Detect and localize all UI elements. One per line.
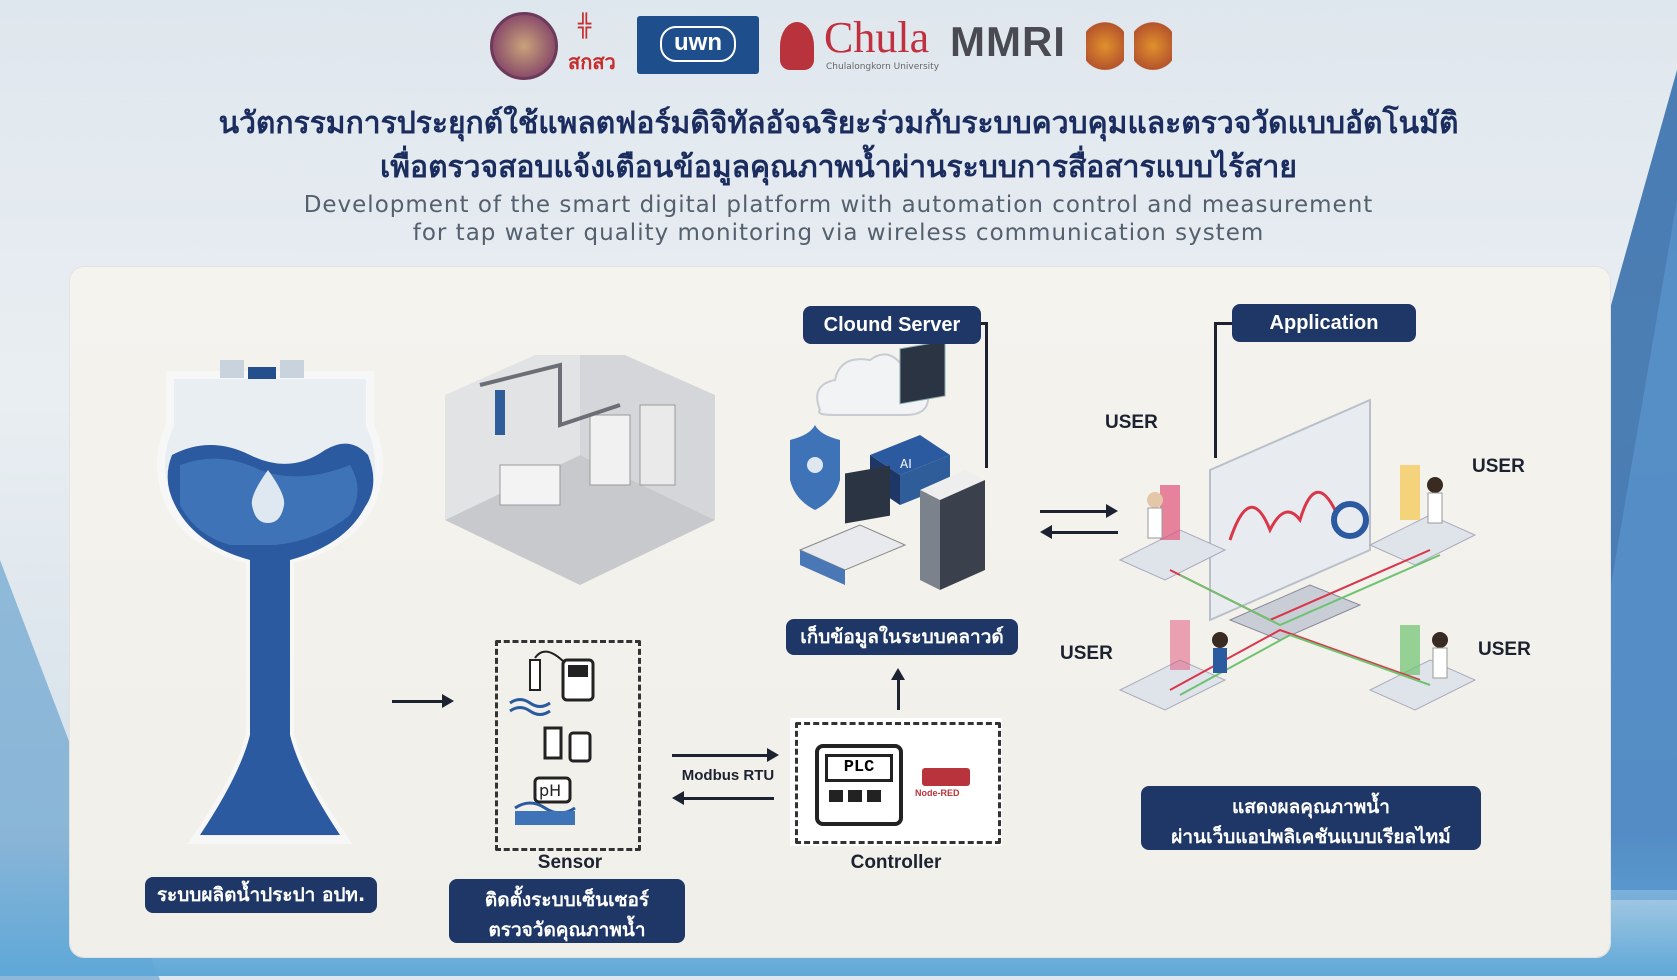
cloud-label-connector [985, 323, 988, 468]
user-label-1: USER [1105, 412, 1158, 433]
royal-emblem-icon [1086, 12, 1124, 74]
royal-emblem-icon-2 [1134, 12, 1172, 74]
title-thai-line-2: เพื่อตรวจสอบแจ้งเตือนข้อมูลคุณภาพน้ำผ่าน… [380, 150, 1297, 185]
controller-box [795, 722, 1001, 844]
tsri-logo-text: สกสว [568, 50, 616, 74]
display-quality-tag: แสดงผลคุณภาพน้ำ ผ่านเว็บแอปพลิเคชันแบบเร… [1141, 786, 1481, 850]
uwn-logo: uwn [637, 16, 759, 74]
chula-logo-subtext: Chulalongkorn University [826, 62, 940, 72]
water-tower-illustration [157, 360, 383, 844]
node-red-icon [922, 768, 970, 786]
arrow-controller-to-sensor [684, 797, 774, 800]
sensor-install-line-2: ตรวจวัดคุณภาพน้ำ [488, 919, 646, 941]
arrow-head [1106, 504, 1118, 518]
arrow-controller-to-cloud [897, 680, 900, 710]
app-label-connector-h [1214, 322, 1234, 325]
user-label-3: USER [1060, 643, 1113, 664]
arrow-head [891, 668, 905, 680]
app-label-connector [1214, 323, 1217, 458]
uwn-logo-text: uwn [660, 26, 736, 62]
ministry-seal-logo [490, 12, 558, 80]
title-english-line-2: for tap water quality monitoring via wir… [412, 220, 1265, 246]
water-system-tag: ระบบผลิตน้ำประปา อปท. [145, 877, 377, 913]
arrow-head [1040, 525, 1052, 539]
sensor-install-line-1: ติดตั้งระบบเซ็นเซอร์ [484, 889, 650, 911]
arrow-water-to-sensor [392, 700, 442, 703]
ph-label: pH [539, 781, 561, 800]
arrow-cloud-to-app [1040, 510, 1106, 513]
cloud-server-tag: Clound Server [803, 306, 981, 344]
node-red-label: Node-RED [915, 788, 960, 798]
title-thai-line-1: นวัตกรรมการประยุกต์ใช้แพลตฟอร์มดิจิทัลอั… [218, 106, 1459, 141]
display-quality-line-2: ผ่านเว็บแอปพลิเคชันแบบเรียลไทม์ [1171, 826, 1451, 848]
application-tag: Application [1232, 304, 1416, 342]
cloud-server-illustration: AI [790, 340, 985, 590]
controller-label: Controller [850, 852, 942, 873]
arrow-app-to-cloud [1052, 531, 1118, 534]
ai-chip-label: AI [900, 457, 912, 471]
mmri-logo-text: MMRI [950, 18, 1066, 65]
plc-icon: PLC [815, 744, 903, 826]
modbus-label: Modbus RTU [681, 767, 775, 784]
sensor-devices-icon: pH [509, 650, 595, 825]
plc-label: PLC [825, 754, 893, 782]
arrow-sensor-to-controller [672, 754, 767, 757]
pump-room-illustration [445, 355, 715, 585]
display-quality-line-1: แสดงผลคุณภาพน้ำ [1232, 796, 1390, 818]
arrow-head [442, 694, 454, 708]
cloud-storage-tag: เก็บข้อมูลในระบบคลาวด์ [786, 619, 1018, 655]
arrow-head [767, 748, 779, 762]
title-english-line-1: Development of the smart digital platfor… [303, 192, 1374, 218]
chula-emblem-icon [780, 22, 814, 70]
user-label-4: USER [1478, 639, 1531, 660]
tsri-mark-icon: ╬ [578, 14, 592, 39]
arrow-head [672, 791, 684, 805]
application-dashboard-illustration [1118, 398, 1477, 711]
chula-logo-text: Chula [824, 13, 930, 62]
sensor-box [495, 640, 641, 851]
user-label-2: USER [1472, 456, 1525, 477]
sensor-install-tag: ติดตั้งระบบเซ็นเซอร์ ตรวจวัดคุณภาพน้ำ [449, 879, 685, 943]
sensor-label: Sensor [537, 852, 603, 873]
